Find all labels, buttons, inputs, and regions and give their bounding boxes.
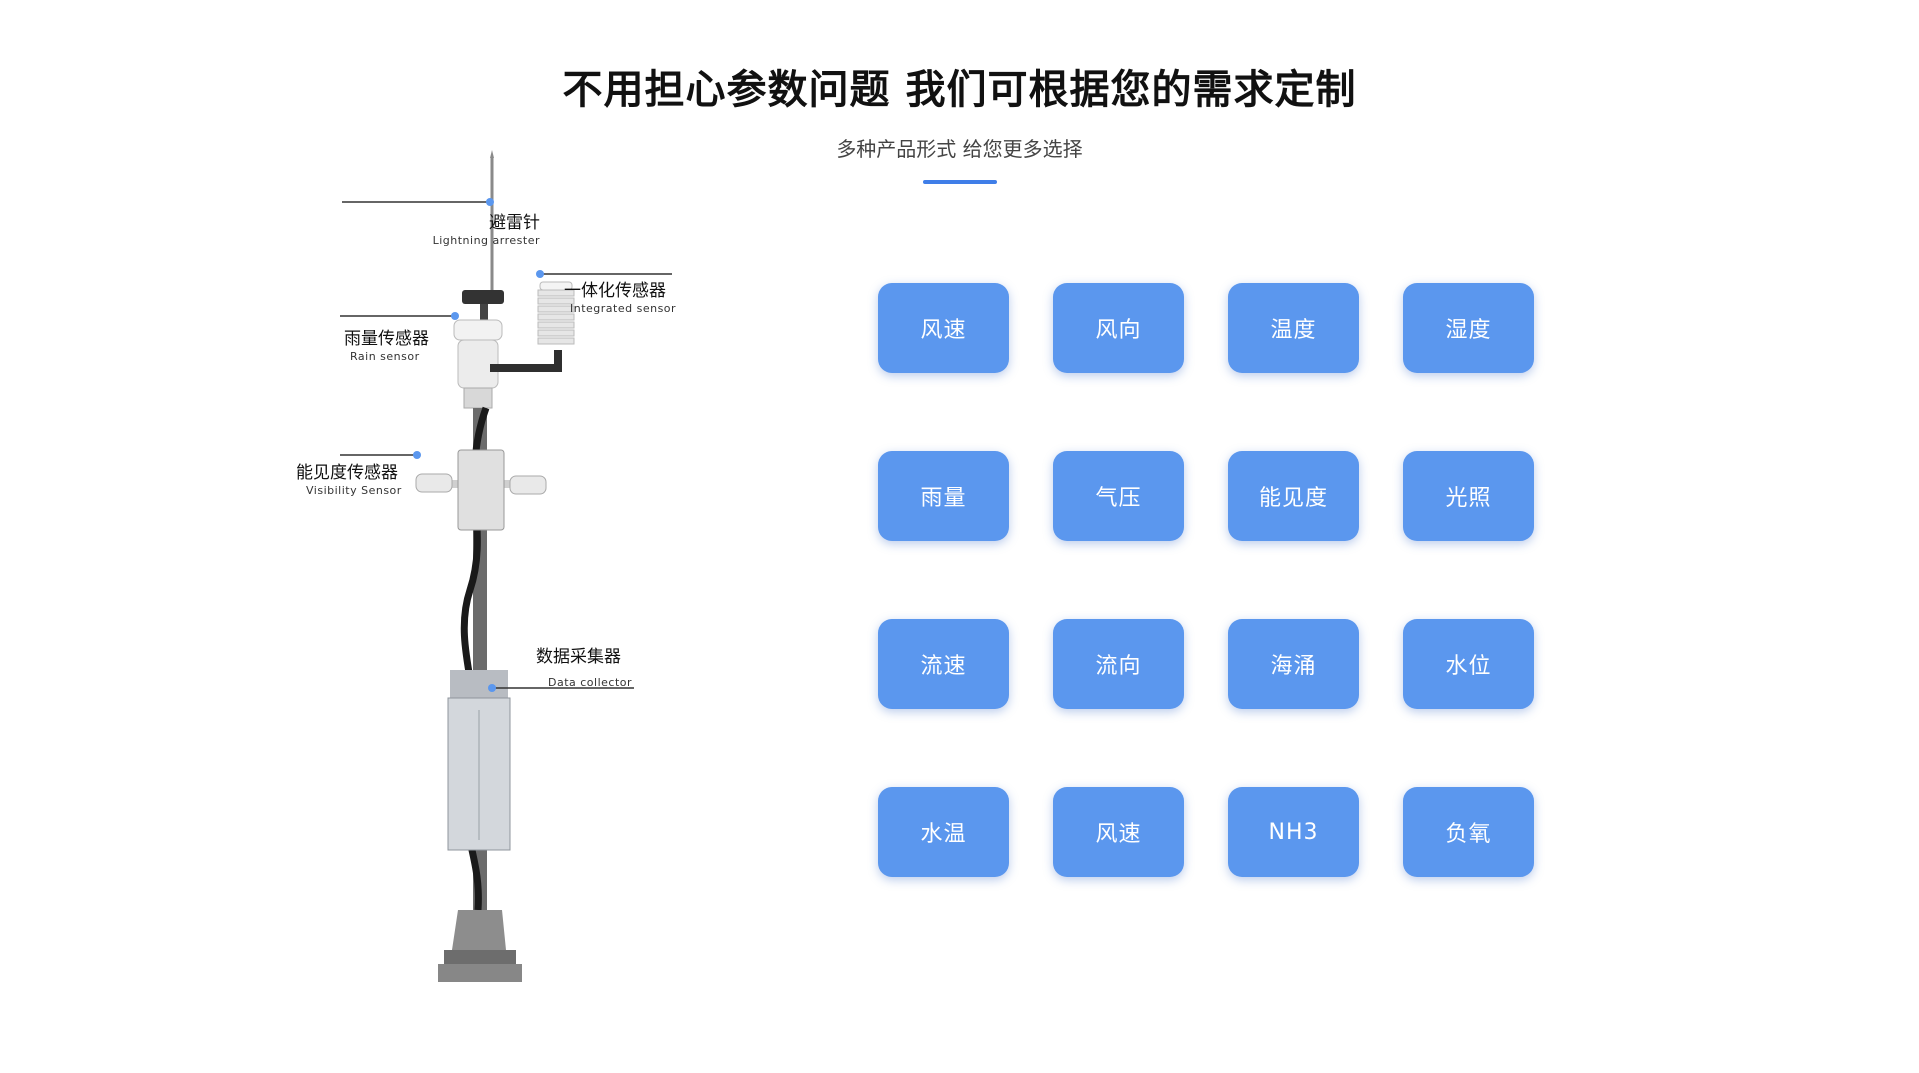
callout-integrated-en: Integrated sensor [570,302,677,315]
param-button-air-pressure[interactable]: 气压 [1053,451,1184,541]
weather-station-illustration: 避雷针 Lightning arrester 一体化传感器 Integrated… [296,150,860,1010]
callout-rain-sensor: 雨量传感器 Rain sensor [344,328,429,364]
param-button-temperature[interactable]: 温度 [1228,283,1359,373]
param-button-visibility[interactable]: 能见度 [1228,451,1359,541]
callout-collector-zh: 数据采集器 [536,647,621,667]
param-button-wind-direction[interactable]: 风向 [1053,283,1184,373]
callout-lightning-zh: 避雷针 [489,213,540,233]
parameter-grid: 风速 风向 温度 湿度 雨量 气压 能见度 光照 流速 流向 海涌 水位 水温 … [878,283,1534,877]
callout-lightning-en: Lightning arrester [432,234,540,247]
param-button-flow-direction[interactable]: 流向 [1053,619,1184,709]
callout-visibility-zh: 能见度传感器 [296,463,398,483]
param-button-wind-speed[interactable]: 风速 [878,283,1009,373]
callout-lightning-arrester: 避雷针 Lightning arrester [432,212,540,248]
callout-rain-en: Rain sensor [350,350,420,363]
param-button-swell[interactable]: 海涌 [1228,619,1359,709]
param-button-water-temperature[interactable]: 水温 [878,787,1009,877]
page-title: 不用担心参数问题 我们可根据您的需求定制 [562,67,1357,113]
callout-integrated-zh: 一体化传感器 [564,281,666,301]
callout-visibility-en: Visibility Sensor [306,484,402,497]
header: 不用担心参数问题 我们可根据您的需求定制 多种产品形式 给您更多选择 [0,64,1919,184]
title-underline [922,180,997,184]
callout-rain-zh: 雨量传感器 [344,329,429,349]
param-button-illumination[interactable]: 光照 [1403,451,1534,541]
param-button-rainfall[interactable]: 雨量 [878,451,1009,541]
param-button-wind-speed-2[interactable]: 风速 [1053,787,1184,877]
param-button-water-level[interactable]: 水位 [1403,619,1534,709]
param-button-negative-oxygen[interactable]: 负氧 [1403,787,1534,877]
param-button-nh3[interactable]: NH3 [1228,787,1359,877]
callout-data-collector: 数据采集器 Data collector [536,646,632,690]
callout-collector-en: Data collector [548,676,633,689]
page-subtitle: 多种产品形式 给您更多选择 [836,137,1083,161]
callout-visibility-sensor: 能见度传感器 Visibility Sensor [296,462,402,498]
param-button-flow-speed[interactable]: 流速 [878,619,1009,709]
param-button-humidity[interactable]: 湿度 [1403,283,1534,373]
callout-integrated-sensor: 一体化传感器 Integrated sensor [564,280,676,316]
weather-station-pole-image [340,150,672,982]
